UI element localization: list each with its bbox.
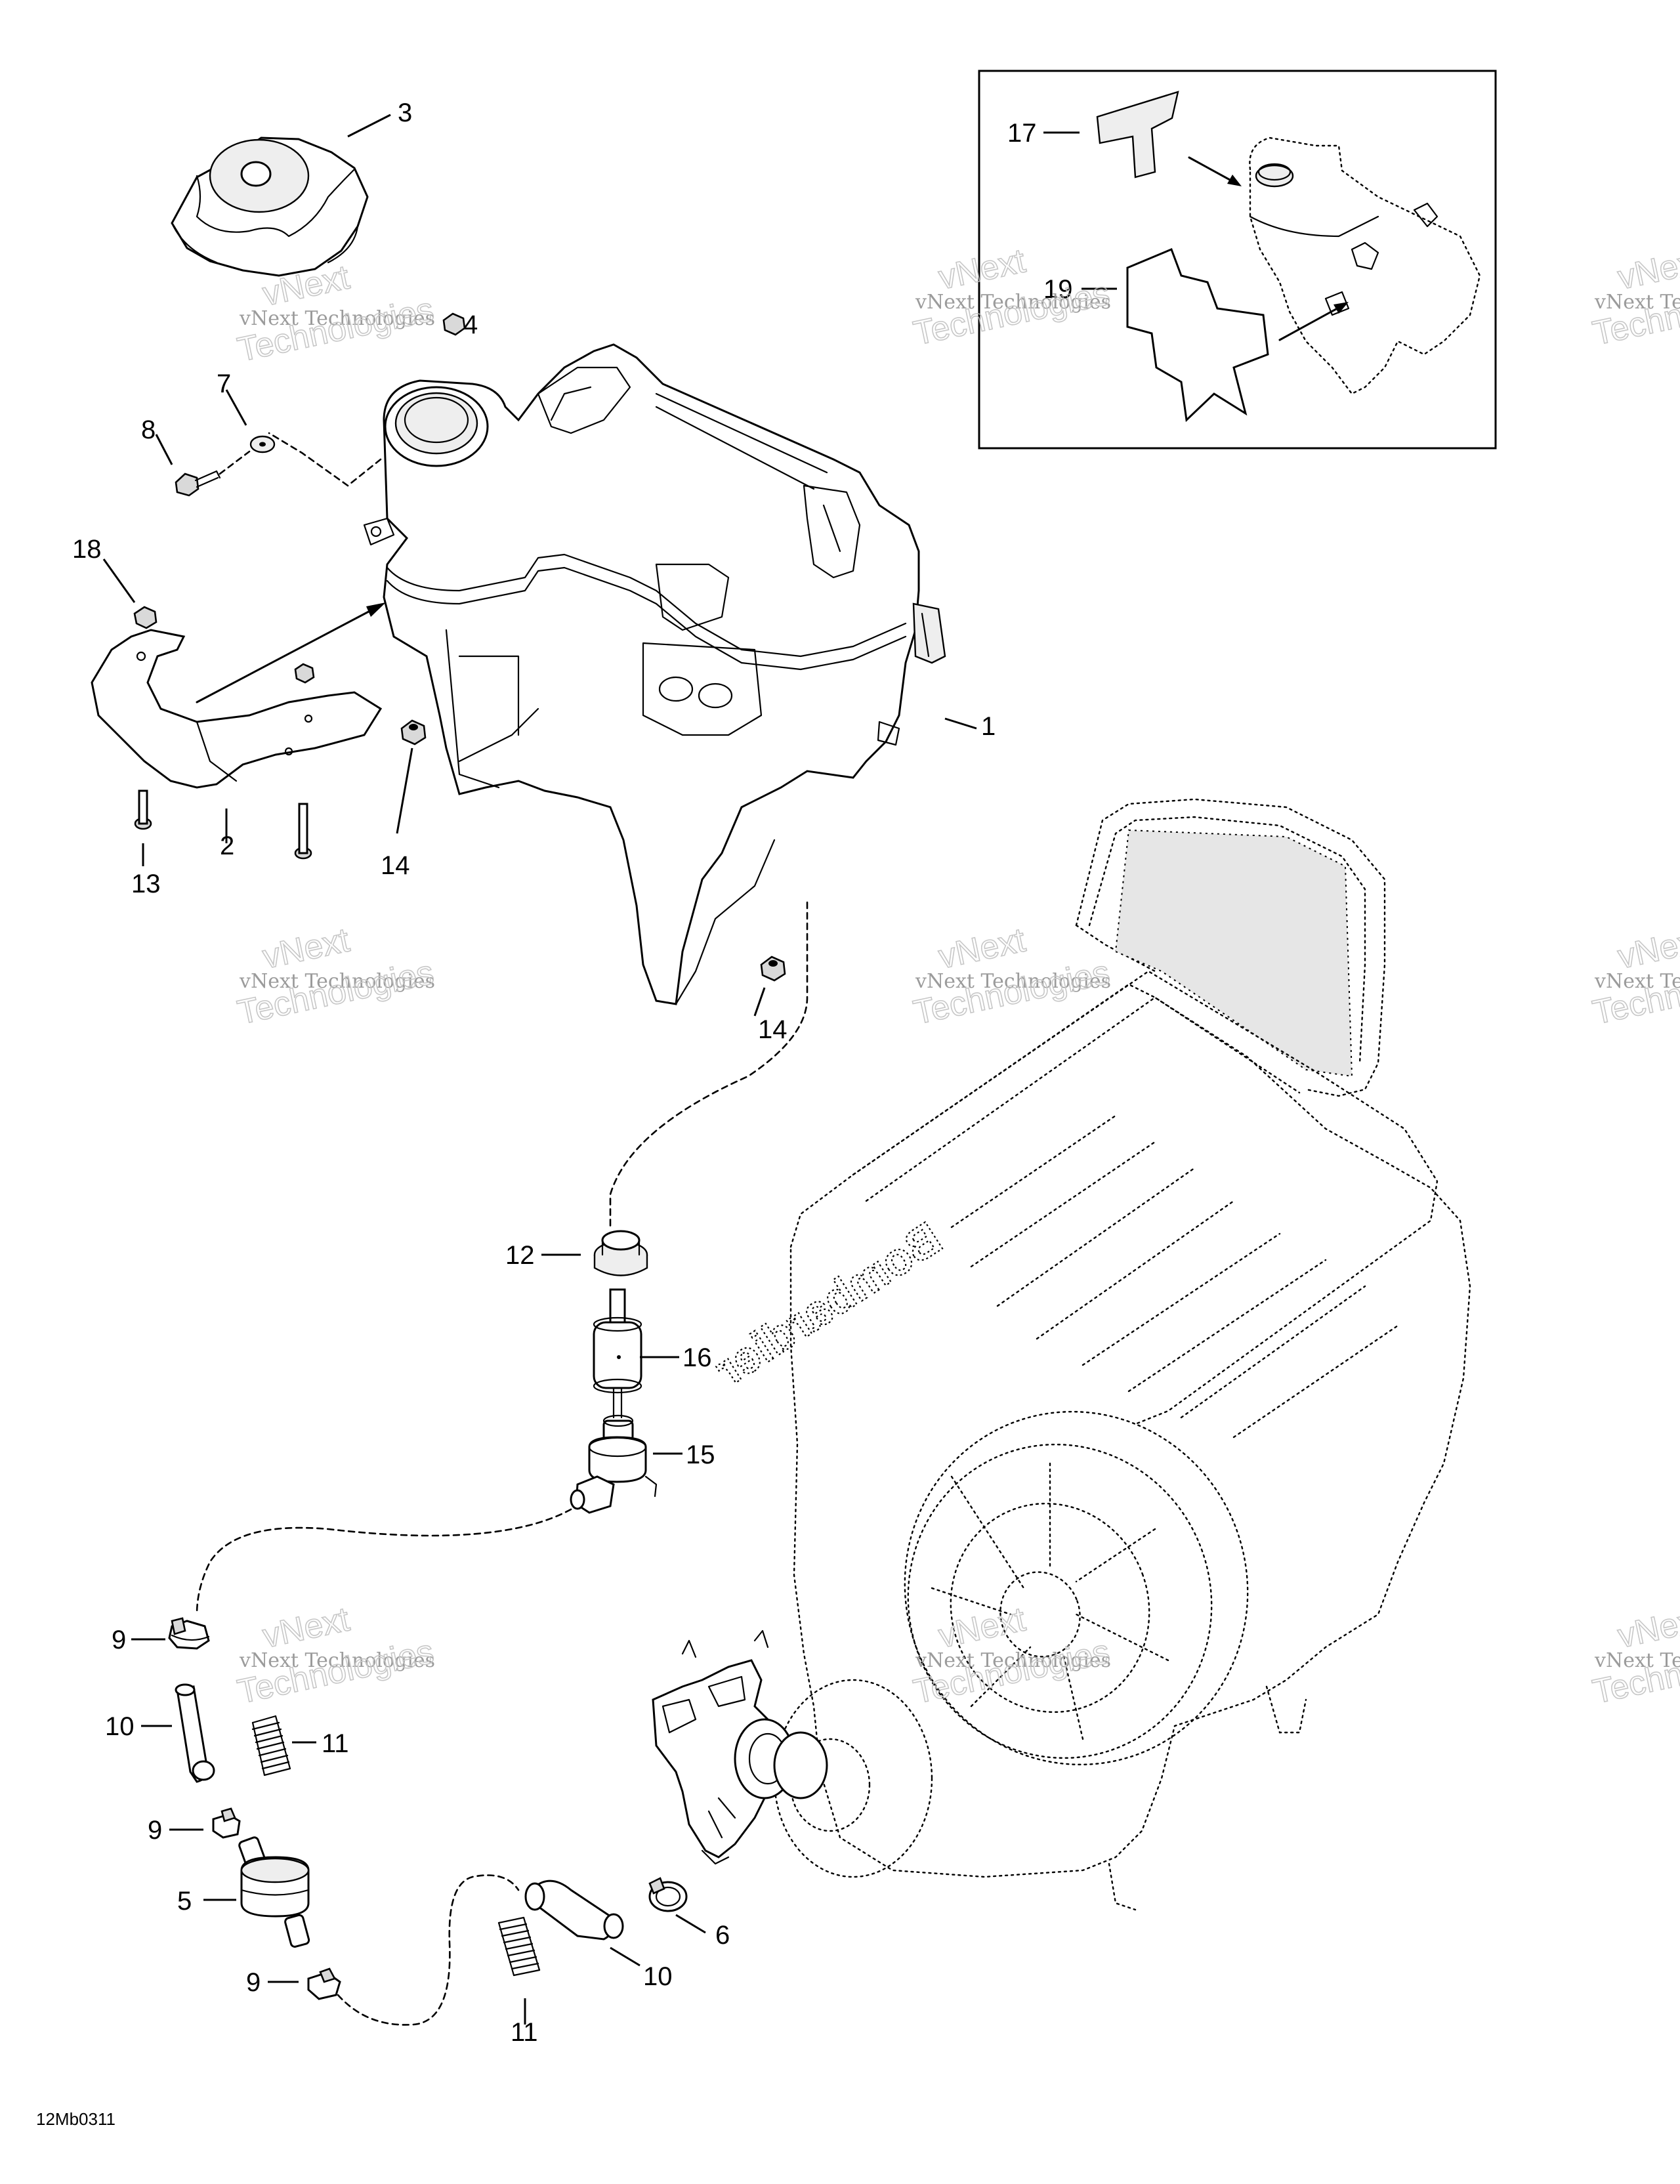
callout-2: 2 bbox=[220, 831, 234, 860]
callout-19: 19 bbox=[1043, 275, 1073, 304]
callout-12: 12 bbox=[505, 1241, 535, 1270]
callout-4: 4 bbox=[463, 310, 478, 339]
nut-14a bbox=[400, 719, 427, 746]
svg-text:vNext: vNext bbox=[1614, 242, 1680, 297]
engine-brand-text: Bombardier bbox=[706, 1212, 950, 1395]
callout-1: 1 bbox=[981, 712, 996, 741]
clamp-6 bbox=[648, 1877, 688, 1912]
inset-panel bbox=[978, 70, 1497, 450]
svg-text:vNext Technologies: vNext Technologies bbox=[915, 291, 1111, 314]
callout-7: 7 bbox=[217, 369, 231, 398]
callout-9b: 9 bbox=[148, 1816, 162, 1845]
svg-text:vNext Technologies: vNext Technologies bbox=[239, 970, 435, 993]
svg-text:vNext Technologies: vNext Technologies bbox=[1594, 970, 1680, 993]
callout-11b: 11 bbox=[511, 2018, 538, 2047]
screw-8 bbox=[175, 470, 221, 497]
callout-15: 15 bbox=[686, 1440, 715, 1469]
callout-10a: 10 bbox=[105, 1712, 135, 1741]
oil-pump bbox=[652, 1629, 828, 1865]
nut-4 bbox=[442, 312, 466, 336]
svg-text:vNext: vNext bbox=[1614, 921, 1680, 976]
svg-text:vNext Technologies: vNext Technologies bbox=[1594, 291, 1680, 314]
callout-13: 13 bbox=[131, 870, 161, 898]
nut-on-shield bbox=[294, 663, 315, 684]
hose-10b bbox=[524, 1880, 624, 1941]
svg-text:vNext Technologies: vNext Technologies bbox=[915, 970, 1111, 993]
screw-13 bbox=[134, 789, 152, 830]
svg-text:vNext: vNext bbox=[259, 921, 353, 976]
svg-text:vNext: vNext bbox=[935, 242, 1029, 297]
spring-11a bbox=[251, 1715, 291, 1776]
svg-text:vNext: vNext bbox=[935, 921, 1029, 976]
callout-14b: 14 bbox=[758, 1015, 788, 1044]
decal-19 bbox=[1126, 248, 1269, 423]
nut-14b bbox=[760, 956, 786, 982]
spring-11b bbox=[497, 1916, 541, 1977]
inset-tank bbox=[1249, 136, 1481, 395]
svg-text:vNext Technologies: vNext Technologies bbox=[239, 1649, 435, 1672]
clamp-9a bbox=[168, 1617, 210, 1650]
reservoir-cap-3 bbox=[171, 136, 369, 277]
svg-text:vNext: vNext bbox=[259, 1600, 353, 1655]
washer-7 bbox=[249, 435, 276, 453]
callout-9a: 9 bbox=[112, 1626, 126, 1654]
svg-text:vNext: vNext bbox=[1614, 1600, 1680, 1655]
heat-shield-2 bbox=[91, 629, 383, 789]
callouts: 1 2 3 4 5 6 7 8 9 9 9 10 10 11 11 12 13 … bbox=[72, 98, 1073, 2047]
decal-17 bbox=[1096, 91, 1179, 178]
screw-13b bbox=[294, 803, 312, 860]
svg-text:vNext: vNext bbox=[935, 1600, 1029, 1655]
drawing-code: 12Mb0311 bbox=[36, 2109, 116, 2129]
clamp-9b bbox=[212, 1807, 241, 1839]
callout-5: 5 bbox=[177, 1887, 192, 1916]
fitting-15 bbox=[570, 1414, 658, 1514]
callout-14a: 14 bbox=[381, 851, 410, 880]
callout-16: 16 bbox=[682, 1343, 712, 1372]
clamp-9c bbox=[307, 1967, 341, 2000]
svg-text:vNext Technologies: vNext Technologies bbox=[239, 307, 435, 330]
check-valve-5 bbox=[238, 1836, 310, 1948]
svg-text:vNext Technologies: vNext Technologies bbox=[915, 1649, 1111, 1672]
callout-18: 18 bbox=[72, 535, 102, 564]
callout-9c: 9 bbox=[246, 1968, 261, 1997]
callout-3: 3 bbox=[398, 98, 412, 127]
hose-10a bbox=[175, 1683, 215, 1783]
callout-8: 8 bbox=[141, 415, 156, 444]
grommet-12 bbox=[593, 1230, 648, 1276]
oil-reservoir-1 bbox=[363, 343, 946, 1005]
nut-18 bbox=[133, 606, 158, 629]
filter-16 bbox=[593, 1288, 642, 1419]
callout-11a: 11 bbox=[322, 1729, 349, 1758]
svg-text:vNext Technologies: vNext Technologies bbox=[1594, 1649, 1680, 1672]
callout-10b: 10 bbox=[643, 1962, 673, 1991]
callout-6: 6 bbox=[715, 1921, 730, 1950]
callout-17: 17 bbox=[1007, 119, 1037, 148]
